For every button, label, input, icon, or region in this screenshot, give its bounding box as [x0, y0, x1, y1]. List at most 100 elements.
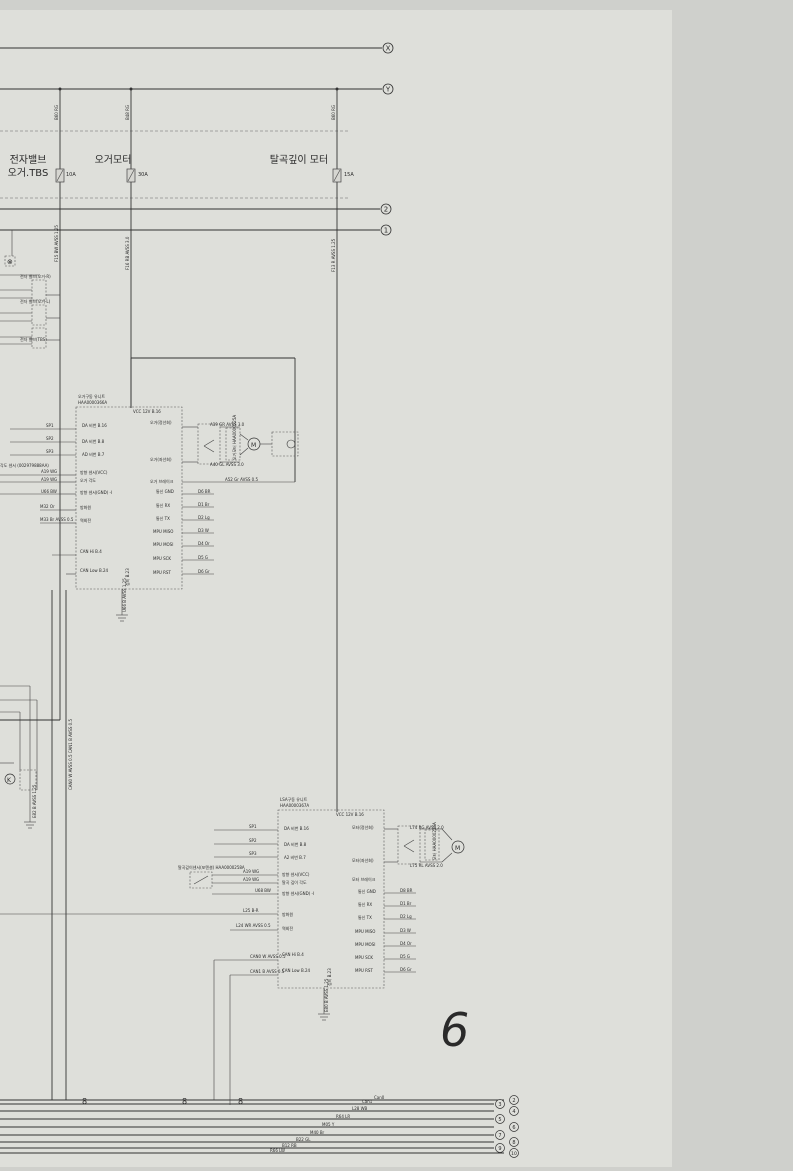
- unit-a-pin-right: 오거(좌선회): [150, 456, 172, 462]
- valve-label-tbs: 전자 밸브(TBS): [20, 336, 47, 342]
- unit-b-pin-left: CAN Hi B.4: [282, 952, 304, 957]
- unit-a-pin-left: 방향 센서(GND) -I: [80, 489, 112, 495]
- svg-text:M: M: [251, 442, 256, 449]
- unit-b-box: [277, 809, 385, 989]
- unit-b-pin-right: MPU MISO: [355, 929, 375, 934]
- fuse-valve-label-1: 전자밸브: [10, 154, 47, 166]
- unit-a-sensor-note: 각도 센서 (002979888AA): [0, 462, 49, 468]
- svg-text:K: K: [7, 777, 12, 784]
- unit-b-ground-wire: E80 B AVSS 1.25: [324, 978, 329, 1012]
- fuse-valve-label-2: 오거.TBS: [8, 167, 49, 179]
- unit-a-pin-right: MPU MISO: [153, 529, 173, 534]
- unit-b-out-wire: D8 BR: [400, 888, 413, 893]
- unit-b-pin-right: 모터(좌선회): [352, 857, 374, 863]
- unit-a-pin-right: 통신 RX: [156, 502, 170, 508]
- fuse-depth-in-wire: B60 RG: [331, 105, 336, 120]
- unit-a-out-wire: A52 Gr AVSS 0.5: [225, 477, 258, 482]
- bus-wire-label: M40 Br: [310, 1130, 325, 1135]
- bus-y-label: Y: [385, 86, 391, 94]
- unit-a-pin-right: MPU SCK: [153, 556, 171, 561]
- unit-a-pin-right: VCC 12V B.16: [133, 409, 161, 414]
- unit-b-out-wire: D1 Br: [400, 901, 412, 906]
- unit-a-out-wire: A39 GR AVSS 3.0: [210, 422, 245, 427]
- unit-b-pin-right: MPU RST: [355, 968, 373, 973]
- unit-a-in-wire: SP2: [46, 436, 54, 441]
- valve-fragment: ⊗ 전자 밸브(오거-R) 전자 밸브(오거-L) 전자 밸브(TBS): [0, 230, 60, 349]
- unit-b-pin-left: 방향 센서(GND) -I: [282, 890, 314, 896]
- fuse-depth-motor: 15A B60 RG F13 R AVSS 1.25 탈곡깊이 모터: [270, 87, 354, 810]
- unit-a-pin-right: MPU MOSI: [153, 542, 173, 547]
- unit-b-out-wire: L75 RL AVSS 2.0: [410, 863, 443, 868]
- unit-b-pin-left: A2 비번 B.7: [284, 854, 306, 860]
- bottom-bus: 8 8 8 Can0 Can1 L28 WB R64 LR M05 Y M40 …: [0, 1095, 519, 1158]
- unit-a-out-wire: D1 Br: [198, 502, 210, 507]
- bus-x: X: [0, 42, 394, 54]
- left-ground-wire: E82 B AVSS 1.25: [32, 784, 37, 818]
- unit-b-pin-right: 모터 브레이크: [352, 876, 376, 882]
- fuse-valve: 10A B60 RG F15 BW AVSS 1.25 전자밸브 오거.TBS: [8, 87, 76, 720]
- unit-b-title: LSA구동 유니트: [280, 796, 308, 802]
- bus-terminal: 9: [498, 1146, 501, 1152]
- unit-a-ground-pin: 접지 B.23: [124, 568, 130, 586]
- unit-a-out-wire: D2 Lg: [198, 515, 210, 520]
- fuse-valve-rating: 10A: [66, 172, 76, 178]
- unit-a-part: HAA0000366A: [78, 400, 107, 405]
- unit-b-pin-left: 탈곡 깊이 각도: [282, 879, 307, 885]
- unit-b-in-wire: SP2: [249, 838, 257, 843]
- unit-b-pin-right: MPU MOSI: [355, 942, 375, 947]
- unit-b-in-wire: A19 WG: [243, 877, 259, 882]
- unit-b-in-wire: CAN1 B AVSS 0.5: [250, 969, 285, 974]
- unit-b-pin-right: MPU SCK: [355, 955, 373, 960]
- bus-wire-label: M05 Y: [322, 1122, 335, 1127]
- unit-b-part: HAA0000367A: [280, 803, 309, 808]
- fuse-auger-rating: 30A: [138, 172, 148, 178]
- unit-a-box: [75, 406, 183, 590]
- unit-b-pin-right: 통신 GND: [358, 888, 376, 894]
- unit-a-in-wire: A19 WG: [41, 477, 57, 482]
- unit-a-out-wire: A40 GL AVSS 3.0: [210, 462, 244, 467]
- fuse-auger-out-wire: F16 RB AVSS 3.0: [125, 236, 130, 270]
- unit-a-in-wire: M32 Or: [40, 504, 55, 509]
- unit-b-pin-right: VCC 12V B.16: [336, 812, 364, 817]
- fuse-auger-label: 오거모터: [95, 154, 132, 166]
- bus-wire-label: Can1: [362, 1099, 373, 1104]
- bus-1-label: 1: [384, 227, 388, 235]
- fuse-depth-label: 탈곡깊이 모터: [270, 153, 328, 166]
- unit-b-in-wire: SP1: [249, 824, 257, 829]
- bus-terminal: 7: [498, 1133, 501, 1139]
- unit-b-out-wire: D3 W: [400, 928, 411, 933]
- bus-terminal: 10: [511, 1151, 517, 1157]
- unit-b-in-wire: CAN0 W AVSS 0.5: [250, 954, 286, 959]
- unit-a-ground-wire: U66 B AVSS 1.25: [122, 578, 127, 612]
- bus-terminal: 2: [512, 1098, 515, 1104]
- fuse-valve-in-wire: B60 RG: [54, 105, 59, 120]
- svg-text:M: M: [455, 845, 460, 852]
- unit-a-pin-right: 통신 GND: [156, 488, 174, 494]
- unit-b-out-wire: D5 G: [400, 954, 410, 959]
- unit-a-out-wire: D3 W: [198, 528, 209, 533]
- bus-wire-label: R64 LR: [336, 1114, 350, 1119]
- unit-a-pin-left: CAN Low B.24: [80, 568, 109, 573]
- unit-a-pin-left: 오거 각도: [80, 477, 96, 483]
- paper: [0, 10, 672, 1167]
- bus-terminal: 8: [512, 1140, 515, 1146]
- unit-a-title: 오거구동 유니트: [78, 393, 105, 399]
- unit-b-sensor-note: 탈곡깊이센서(포텐셜) HAA0000258A: [178, 864, 245, 870]
- unit-b-pin-right: 통신 TX: [358, 914, 372, 920]
- mid-fragment: K CAN0 W AVSS 0.5 CAN1 B AVSS 0.5 E82 B …: [0, 685, 73, 829]
- bus-1: 1: [0, 224, 392, 236]
- fuse-auger-motor: 30A B48 RG F16 RB AVSS 3.0 오거모터: [95, 87, 148, 408]
- unit-b-pin-left: 방향 센서(VCC): [282, 871, 310, 877]
- unit-a-pin-left: AD 비번 B.7: [82, 451, 105, 457]
- fuse-valve-out-wire: F15 BW AVSS 1.25: [54, 225, 59, 262]
- unit-b-out-wire: D4 Or: [400, 941, 412, 946]
- unit-a-out-wire: D6 Gr: [198, 569, 210, 574]
- bus-wire-label: R66 LW: [270, 1148, 285, 1153]
- unit-b-in-wire: L24 WR AVSS 0.5: [236, 923, 271, 928]
- valve-label-l: 전자 밸브(오거-L): [20, 298, 51, 304]
- unit-b-in-wire: A19 WG: [243, 869, 259, 874]
- unit-a-out-wire: D5 G: [198, 555, 208, 560]
- unit-a-motor-part: 오거모터 HAA0000225A: [231, 415, 237, 460]
- bus-x-label: X: [386, 45, 391, 53]
